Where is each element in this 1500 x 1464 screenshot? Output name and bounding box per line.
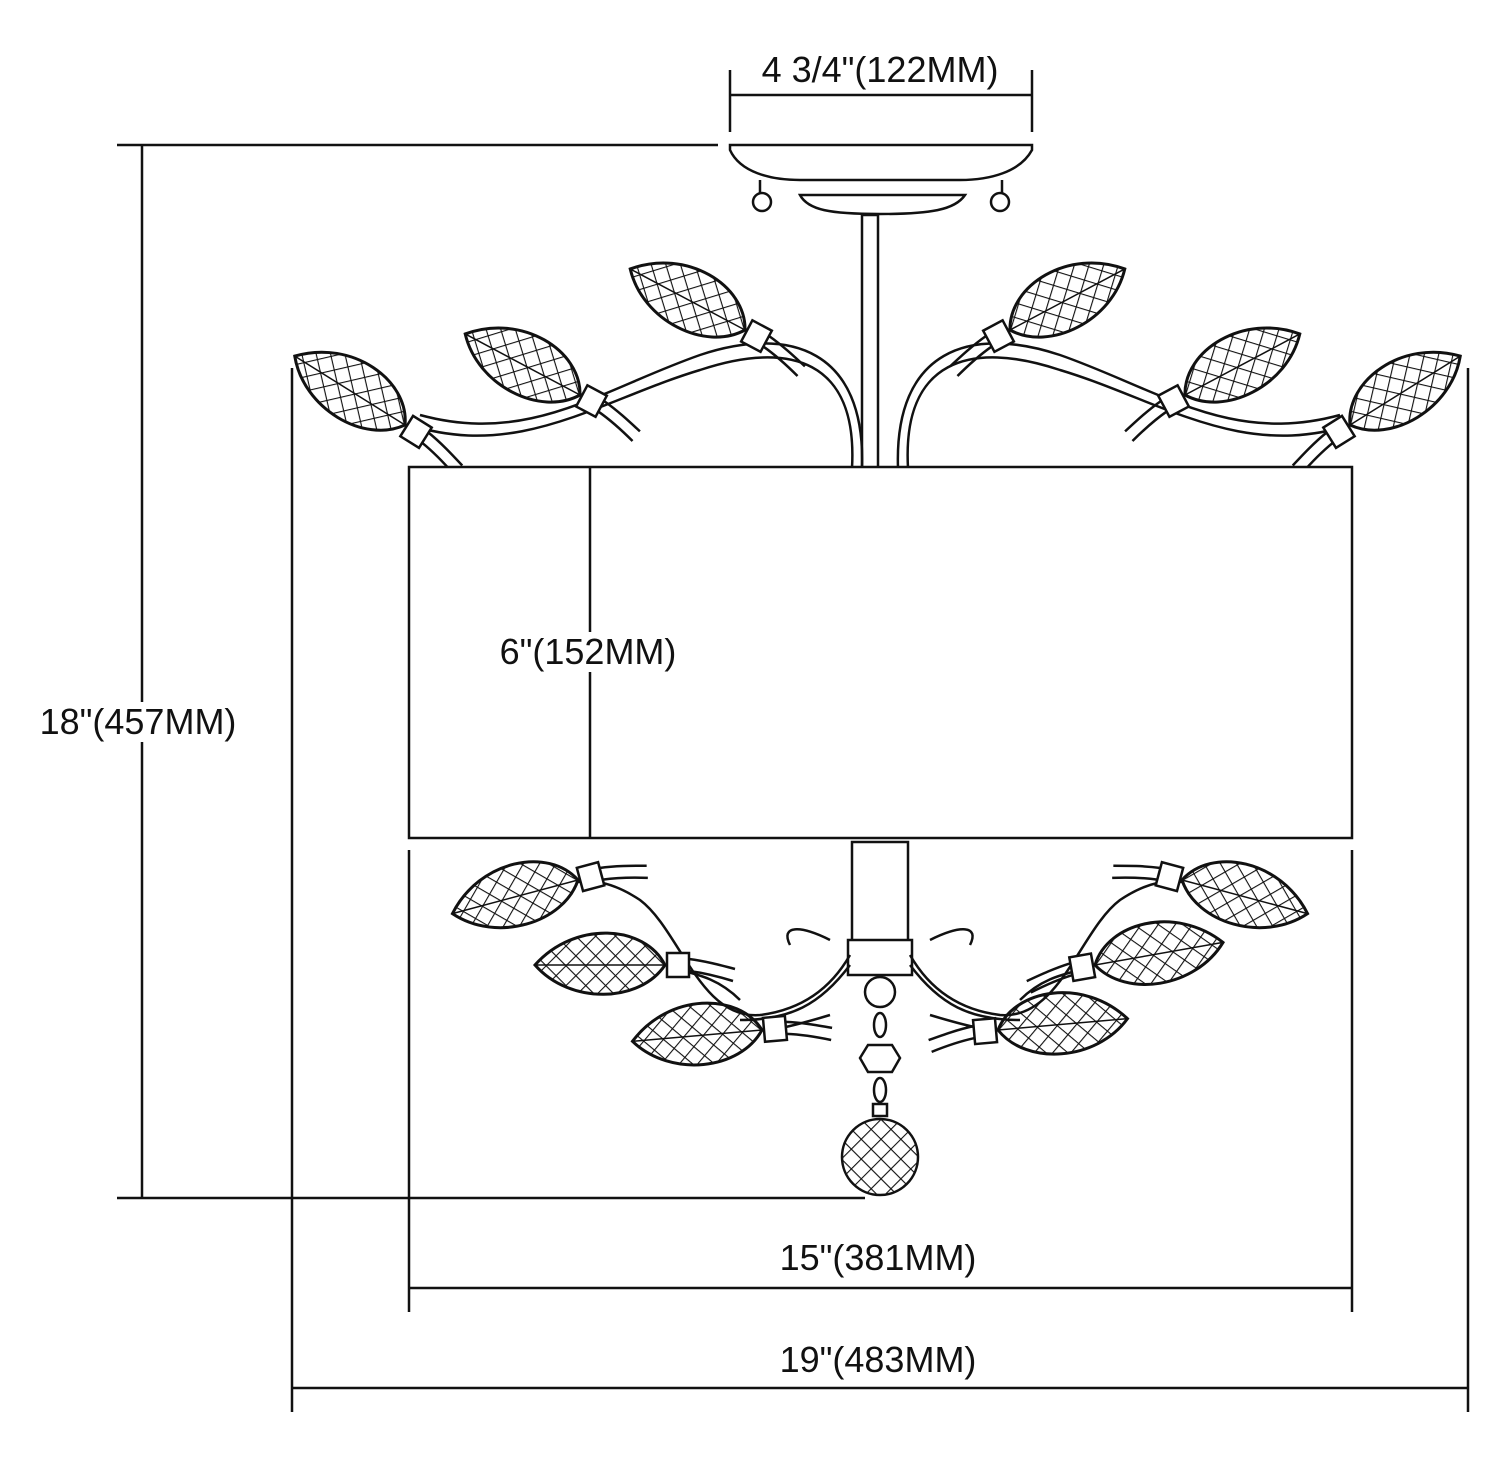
- height-dimension: [117, 143, 865, 1200]
- upper-arms: [409, 342, 1351, 469]
- lower-fixture: [442, 829, 1318, 1197]
- shade-height-label: 6"(152MM): [496, 632, 680, 672]
- canopy: [728, 143, 1034, 470]
- width-extension-lines: [290, 368, 1470, 1412]
- overall-width-label: 19"(483MM): [776, 1340, 980, 1380]
- shade-width-label: 15"(381MM): [776, 1238, 980, 1278]
- overall-height-label: 18"(457MM): [36, 702, 240, 742]
- canopy-width-label: 4 3/4"(122MM): [758, 50, 1002, 90]
- canopy-dimension: [728, 70, 1034, 132]
